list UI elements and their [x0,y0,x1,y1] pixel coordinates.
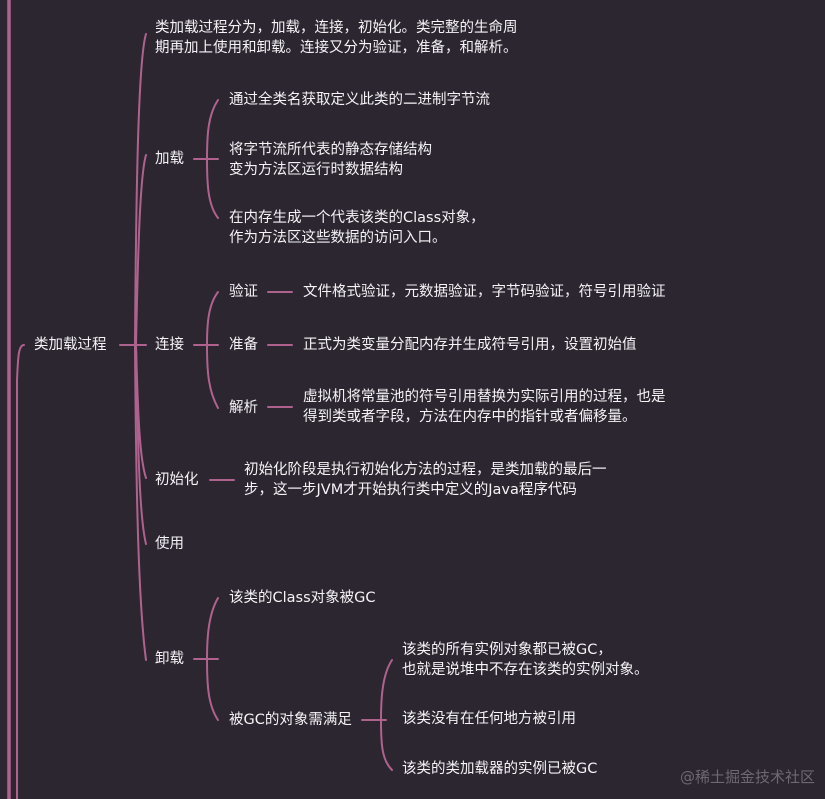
loading-step-2[interactable]: 将字节流所代表的静态存储结构 变为方法区运行时数据结构 [229,140,432,180]
summary-line-2: 期再加上使用和卸载。连接又分为验证，准备，和解析。 [155,40,518,56]
loading-step-3[interactable]: 在内存生成一个代表该类的Class对象， 作为方法区这些数据的访问入口。 [229,208,485,248]
unloading-class-gc[interactable]: 该类的Class对象被GC [229,588,376,608]
gc-condition-3-line-1: 该类的类加载器的实例已被GC [402,761,598,777]
branch-linking[interactable]: 连接 [155,337,184,353]
unloading-class-gc-line-1: 该类的Class对象被GC [229,590,376,606]
gc-condition-2[interactable]: 该类没有在任何地方被引用 [402,709,576,729]
watermark: @稀土掘金技术社区 [679,768,815,786]
loading-step-2-line-2: 变为方法区运行时数据结构 [229,162,403,178]
gc-condition-1[interactable]: 该类的所有实例对象都已被GC， 也就是说堆中不存在该类的实例对象。 [402,640,649,680]
loading-step-2-line-1: 将字节流所代表的静态存储结构 [229,142,432,158]
gc-condition-1-line-1: 该类的所有实例对象都已被GC， [402,642,612,658]
initialization-detail-line-2: 步，这一步JVM才开始执行类中定义的Java程序代码 [244,482,577,498]
loading-step-1-line-1: 通过全类名获取定义此类的二进制字节流 [229,92,490,108]
linking-verify[interactable]: 验证 [229,284,258,300]
linking-resolve-detail-line-1: 虚拟机将常量池的符号引用替换为实际引用的过程，也是 [303,389,666,405]
initialization-detail[interactable]: 初始化阶段是执行初始化方法的过程，是类加载的最后一 步，这一步JVM才开始执行类… [244,460,607,500]
branch-unloading[interactable]: 卸载 [155,651,184,667]
initialization-detail-line-1: 初始化阶段是执行初始化方法的过程，是类加载的最后一 [244,462,607,478]
loading-step-3-line-1: 在内存生成一个代表该类的Class对象， [229,210,485,226]
linking-resolve[interactable]: 解析 [229,400,258,416]
linking-prepare[interactable]: 准备 [229,337,258,353]
gc-condition-2-line-1: 该类没有在任何地方被引用 [402,711,576,727]
linking-verify-detail-line-1: 文件格式验证，元数据验证，字节码验证，符号引用验证 [303,284,666,300]
linking-prepare-detail[interactable]: 正式为类变量分配内存并生成符号引用，设置初始值 [303,335,637,355]
gc-condition-1-line-2: 也就是说堆中不存在该类的实例对象。 [402,662,649,678]
linking-verify-detail[interactable]: 文件格式验证，元数据验证，字节码验证，符号引用验证 [303,282,666,302]
linking-resolve-detail-line-2: 得到类或者字段，方法在内存中的指针或者偏移量。 [303,409,637,425]
loading-step-1[interactable]: 通过全类名获取定义此类的二进制字节流 [229,90,490,110]
branch-initialization[interactable]: 初始化 [155,472,199,488]
linking-resolve-detail[interactable]: 虚拟机将常量池的符号引用替换为实际引用的过程，也是 得到类或者字段，方法在内存中… [303,387,666,427]
root-node[interactable]: 类加载过程 [34,337,107,353]
loading-step-3-line-2: 作为方法区这些数据的访问入口。 [229,230,447,246]
branch-using[interactable]: 使用 [155,536,184,552]
summary-line-1: 类加载过程分为，加载，连接，初始化。类完整的生命周 [155,20,518,36]
branch-loading[interactable]: 加载 [155,151,184,167]
linking-prepare-detail-line-1: 正式为类变量分配内存并生成符号引用，设置初始值 [303,337,637,353]
gc-condition-3[interactable]: 该类的类加载器的实例已被GC [402,759,597,779]
unloading-gc-conditions[interactable]: 被GC的对象需满足 [229,712,352,728]
summary-node[interactable]: 类加载过程分为，加载，连接，初始化。类完整的生命周 期再加上使用和卸载。连接又分… [155,18,518,58]
